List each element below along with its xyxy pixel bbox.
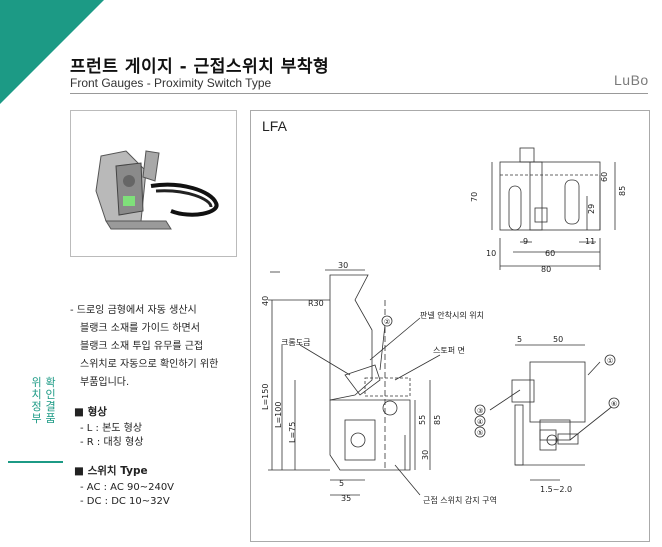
- corner-triangle: [0, 0, 104, 104]
- spec-heading: ■ 스위치 Type: [74, 465, 148, 477]
- side-label-char: 정: [31, 400, 42, 413]
- dim-label: 55: [418, 415, 427, 425]
- slot: [564, 179, 580, 225]
- accent-bar: [8, 461, 63, 463]
- side-label-char: 부: [31, 412, 42, 425]
- spec-item: - R : 대칭 형상: [80, 437, 144, 448]
- page-subtitle: Front Gauges - Proximity Switch Type: [70, 76, 272, 90]
- desc-line: 스위치로 자동으로 확인하기 위한: [80, 359, 219, 370]
- top-view-tab: [519, 147, 535, 163]
- callout-label: ⑥: [611, 400, 617, 408]
- dim-label: L=150: [261, 384, 270, 410]
- annotation-panel-position: 판넬 안착시의 위치: [420, 310, 484, 320]
- dim-label: 60: [545, 249, 555, 258]
- dim-label: 11: [585, 237, 595, 246]
- product-photo: [70, 110, 237, 257]
- product-illustration: [95, 150, 219, 230]
- dim-label: 5: [339, 479, 344, 488]
- dim-label: 35: [341, 494, 351, 503]
- side-label-char: 결: [45, 400, 56, 413]
- desc-line: 블랭크 소재 투입 유무를 근접: [80, 341, 204, 352]
- annotation-chrome-plating: 크롬도금: [281, 338, 310, 347]
- side-view-body: [329, 399, 411, 471]
- model-name: LFA: [262, 118, 287, 134]
- slot: [508, 185, 522, 231]
- side-label-char: 확: [45, 376, 56, 389]
- dim-label: 1.5~2.0: [540, 485, 572, 494]
- dim-label: 85: [433, 415, 442, 425]
- callout-label: ①: [607, 357, 613, 365]
- side-label-char: 인: [45, 388, 56, 401]
- front-view-block: [529, 361, 586, 423]
- brand-logo: LuBo: [614, 72, 649, 88]
- dim-label: 80: [541, 265, 551, 274]
- callout-label: ②: [384, 318, 390, 326]
- side-view-finger: [329, 274, 373, 401]
- spec-switch-type: ■ 스위치 Type - AC : AC 90~240V - DC : DC 1…: [74, 463, 174, 509]
- top-view-block: [534, 207, 548, 223]
- annotation-sensing-zone: 근접 스위치 감지 구역: [423, 495, 497, 505]
- page-title: 프런트 게이지 - 근접스위치 부착형: [70, 57, 330, 77]
- dim-label: L=75: [288, 422, 297, 443]
- top-view-bar: [529, 161, 543, 231]
- dim-label: 70: [470, 192, 479, 202]
- dim-label: 9: [523, 237, 528, 246]
- spec-shape: ■ 형상 - L : 본도 형상 - R : 대칭 형상: [74, 404, 143, 450]
- side-label-char: 치: [31, 388, 42, 401]
- dim-label: 60: [600, 172, 609, 182]
- product-description: - 드로잉 금형에서 자동 생산시 블랭크 소재를 가이드 하면서 블랭크 소재…: [70, 302, 240, 392]
- title-divider: [70, 93, 648, 94]
- callout-label: ⑤: [477, 429, 483, 437]
- dim-label: 85: [618, 186, 627, 196]
- callout-label: ④: [477, 418, 483, 426]
- dim-label: 40: [261, 296, 270, 306]
- desc-line: 블랭크 소재를 가이드 하면서: [80, 323, 200, 334]
- desc-line: - 드로잉 금형에서 자동 생산시: [70, 305, 197, 316]
- dim-label: 10: [486, 249, 496, 258]
- annotation-stopper-face: 스토퍼 면: [433, 345, 465, 355]
- dim-label: 30: [421, 450, 430, 460]
- top-view-outline: [499, 161, 601, 231]
- desc-line: 부품입니다.: [80, 377, 130, 388]
- dim-label: R30: [308, 299, 324, 308]
- side-label-char: 위: [31, 376, 42, 389]
- spec-item: - L : 본도 형상: [80, 423, 143, 434]
- dim-label: 30: [338, 261, 348, 270]
- callout-label: ③: [477, 407, 483, 415]
- spec-heading: ■ 형상: [74, 406, 107, 418]
- side-view-switch: [344, 419, 376, 461]
- dim-label: 5: [517, 335, 522, 344]
- dim-label: 29: [587, 204, 596, 214]
- spec-item: - AC : AC 90~240V: [80, 482, 175, 493]
- dim-label: L=100: [274, 402, 283, 428]
- spec-item: - DC : DC 10~32V: [80, 496, 170, 507]
- side-label-char: 품: [45, 412, 56, 425]
- dim-label: 50: [553, 335, 563, 344]
